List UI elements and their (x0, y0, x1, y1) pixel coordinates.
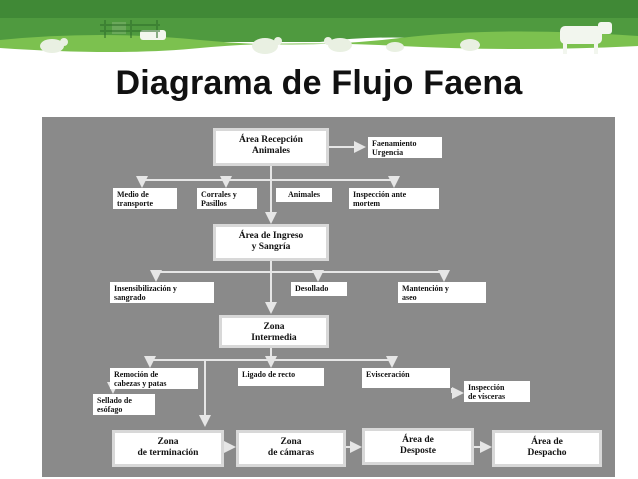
node-zona-terminacion: Zona de terminación (112, 430, 224, 467)
node-animales: Animales (276, 188, 332, 202)
header-banner (0, 0, 638, 62)
node-inspeccion-ante-mortem: Inspección ante mortem (349, 188, 439, 209)
node-sellado-esofago: Sellado de esófago (93, 394, 155, 415)
node-desollado: Desollado (291, 282, 347, 296)
page-title: Diagrama de Flujo Faena (115, 64, 523, 102)
sheep-silhouette-icon (40, 37, 480, 54)
node-area-desposte: Área de Desposte (362, 428, 474, 465)
node-zona-intermedia: Zona Intermedia (219, 315, 329, 348)
node-ligado-recto: Ligado de recto (238, 368, 324, 386)
node-mantencion-aseo: Mantención y aseo (398, 282, 486, 303)
node-zona-camaras: Zona de cámaras (236, 430, 346, 467)
node-evisceracion: Evisceración (362, 368, 450, 388)
node-area-despacho: Área de Despacho (492, 430, 602, 467)
node-inspeccion-visceras: Inspección de vísceras (464, 381, 530, 402)
node-area-ingreso-sangria: Área de Ingreso y Sangría (213, 224, 329, 261)
node-corrales-pasillos: Corrales y Pasillos (197, 188, 257, 209)
node-remocion-cabezas-patas: Remoción de cabezas y patas (110, 368, 198, 389)
node-faenamiento-urgencia: Faenamiento Urgencia (368, 137, 442, 158)
node-area-recepcion: Área Recepción Animales (213, 128, 329, 166)
node-medio-transporte: Medio de transporte (113, 188, 177, 209)
node-insensibilizacion: Insensibilización y sangrado (110, 282, 214, 303)
